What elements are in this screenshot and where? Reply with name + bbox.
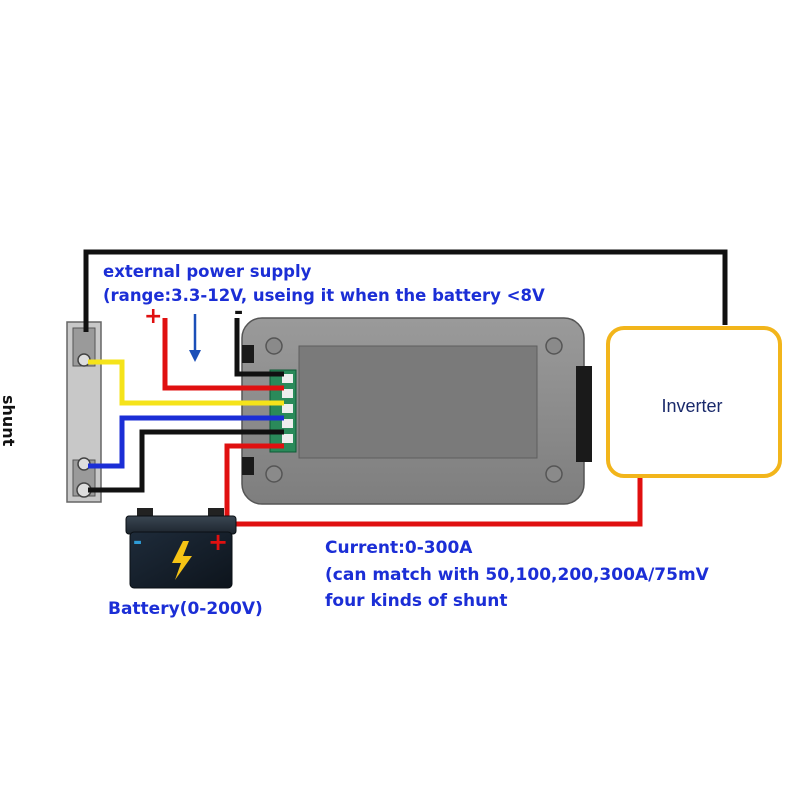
shunt-label: shunt [0,395,18,447]
inverter-label: Inverter [661,396,723,416]
current-range-label: Current:0-300A [325,538,473,558]
wires [83,249,728,527]
red-external-wire [162,318,284,391]
lightning-bolt-icon [172,541,192,580]
down-arrow-icon [189,314,201,362]
shunt-compat-label: (can match with 50,100,200,300A/75mV [325,565,709,585]
red-battery-wire [224,443,284,520]
shunt [66,321,102,503]
external-plus-sign: + [144,304,163,329]
external-supply-title: external power supply [103,262,312,281]
external-minus-sign: - [234,300,244,325]
battery-minus-sign: - [133,530,143,555]
battery-plus-sign: + [208,528,229,556]
red-inverter-wire [227,478,643,527]
black-battery-wire [88,429,284,493]
inverter-box [606,326,782,478]
meter-connector [269,369,297,453]
external-supply-range: (range:3.3-12V, useing it when the batte… [103,286,545,305]
shunt-kinds-label: four kinds of shunt [325,591,508,611]
battery-icon [125,508,237,589]
yellow-wire [88,359,284,406]
black-external-wire [234,318,284,377]
blue-wire [88,415,284,469]
battery-label: Battery(0-200V) [108,599,263,619]
meter-body [241,317,592,505]
black-wire-top [83,249,728,332]
